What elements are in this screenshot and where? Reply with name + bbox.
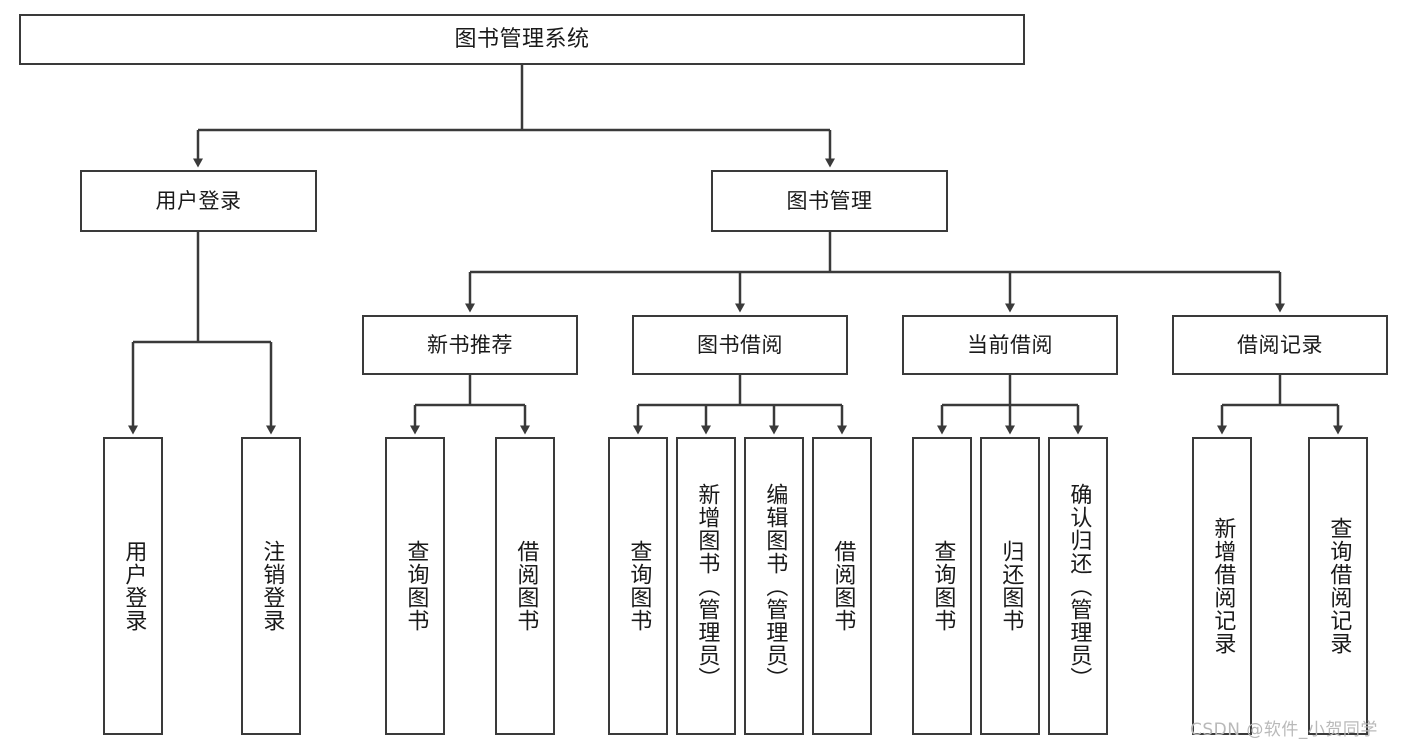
edge-new-book-bus [415, 375, 525, 407]
node-leaf-query-book-1-label: 查询图书 [403, 540, 429, 632]
node-leaf-add-record-label: 新增借阅记录 [1210, 517, 1236, 655]
node-leaf-logout[interactable]: 注销登录 [241, 437, 301, 735]
node-leaf-query-book-3-label: 查询图书 [930, 540, 956, 632]
node-leaf-user-login-label: 用户登录 [121, 540, 147, 632]
node-leaf-edit-book[interactable]: 编辑图书（管理员） [744, 437, 804, 735]
node-leaf-query-book-1[interactable]: 查询图书 [385, 437, 445, 735]
node-leaf-user-login[interactable]: 用户登录 [103, 437, 163, 735]
node-leaf-query-book-3[interactable]: 查询图书 [912, 437, 972, 735]
node-book-borrow[interactable]: 图书借阅 [632, 315, 848, 375]
node-new-book-recommend-label: 新书推荐 [427, 332, 513, 357]
node-leaf-return-book[interactable]: 归还图书 [980, 437, 1040, 735]
node-leaf-borrow-book-2-label: 借阅图书 [830, 540, 856, 632]
node-user-login[interactable]: 用户登录 [80, 170, 317, 232]
edge-root-bus [198, 65, 830, 132]
node-leaf-query-book-2-label: 查询图书 [626, 540, 652, 632]
node-leaf-confirm-return[interactable]: 确认归还（管理员） [1048, 437, 1108, 735]
node-user-login-label: 用户登录 [155, 188, 242, 213]
node-leaf-borrow-book-1[interactable]: 借阅图书 [495, 437, 555, 735]
node-leaf-logout-label: 注销登录 [259, 540, 285, 632]
node-leaf-borrow-book-2[interactable]: 借阅图书 [812, 437, 872, 735]
edge-current-borrow-bus [942, 375, 1078, 407]
csdn-watermark: CSDN @软件_小贺同学 [1190, 720, 1378, 740]
node-leaf-query-book-2[interactable]: 查询图书 [608, 437, 668, 735]
node-borrow-record-label: 借阅记录 [1237, 332, 1323, 357]
node-borrow-record[interactable]: 借阅记录 [1172, 315, 1388, 375]
node-leaf-query-record-label: 查询借阅记录 [1326, 517, 1352, 655]
node-book-manage[interactable]: 图书管理 [711, 170, 948, 232]
node-root[interactable]: 图书管理系统 [19, 14, 1025, 65]
node-leaf-edit-book-label: 编辑图书（管理员） [762, 482, 788, 690]
node-current-borrow-label: 当前借阅 [967, 332, 1053, 357]
node-leaf-confirm-return-label: 确认归还（管理员） [1066, 482, 1092, 690]
node-leaf-add-book-label: 新增图书（管理员） [694, 482, 720, 690]
node-current-borrow[interactable]: 当前借阅 [902, 315, 1118, 375]
edge-book-borrow-bus [638, 375, 842, 407]
node-leaf-query-record[interactable]: 查询借阅记录 [1308, 437, 1368, 735]
edge-book-manage-bus [470, 232, 1280, 274]
node-leaf-return-book-label: 归还图书 [998, 540, 1024, 632]
node-leaf-add-record[interactable]: 新增借阅记录 [1192, 437, 1252, 735]
edge-borrow-record-bus [1222, 375, 1338, 407]
node-leaf-add-book[interactable]: 新增图书（管理员） [676, 437, 736, 735]
node-new-book-recommend[interactable]: 新书推荐 [362, 315, 578, 375]
edge-user-login-bus [133, 232, 271, 344]
node-root-label: 图书管理系统 [454, 26, 590, 52]
node-book-borrow-label: 图书借阅 [697, 332, 783, 357]
node-book-manage-label: 图书管理 [786, 188, 873, 213]
node-leaf-borrow-book-1-label: 借阅图书 [513, 540, 539, 632]
